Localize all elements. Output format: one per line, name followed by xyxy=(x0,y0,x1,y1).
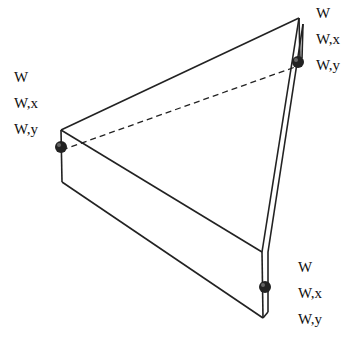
dof-label: W xyxy=(298,260,312,275)
top-edge xyxy=(262,18,299,252)
node-dot xyxy=(259,281,271,293)
dof-label: W,y xyxy=(298,312,322,327)
node-dot xyxy=(292,56,304,68)
dof-label: W xyxy=(316,6,330,21)
node-dot xyxy=(55,141,67,153)
vertical-edge xyxy=(299,18,300,60)
side-edge xyxy=(268,24,303,252)
vertical-edge xyxy=(61,130,62,182)
dof-label: W xyxy=(14,70,28,85)
dof-label: W,x xyxy=(14,96,38,111)
top-edge xyxy=(61,18,299,130)
top-edge xyxy=(61,130,262,252)
dot-highlight xyxy=(261,283,265,287)
dot-highlight xyxy=(57,143,61,147)
dot-highlight xyxy=(294,58,298,62)
dof-label: W,y xyxy=(14,122,38,137)
dof-label: W,y xyxy=(316,58,340,73)
dof-label: W,x xyxy=(298,286,322,301)
bottom-edge xyxy=(263,312,268,318)
bottom-edge xyxy=(62,182,263,318)
hidden-edge xyxy=(62,66,298,150)
vertical-edge xyxy=(302,24,303,58)
dof-label: W,x xyxy=(316,32,340,47)
